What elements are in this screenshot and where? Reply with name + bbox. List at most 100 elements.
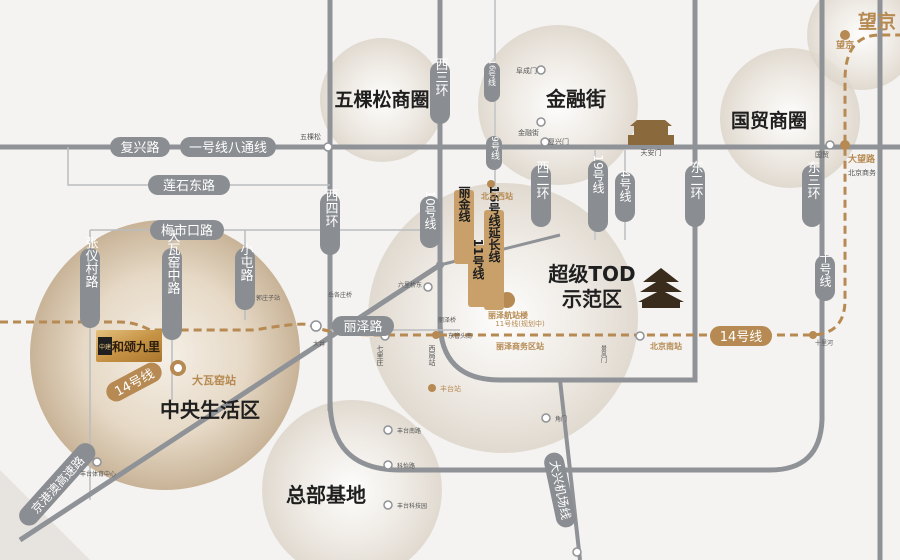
station-lize-biz: 丽泽商务区站 <box>496 341 544 351</box>
station-fuxingmen: 复兴门 <box>548 137 569 146</box>
station-dongguantou: 东管头南 <box>448 332 472 340</box>
line19-text: 19号线 <box>591 154 605 193</box>
station-qilizhuang: 七里庄 <box>376 344 384 367</box>
label-line16-ext: 16号线延长线 <box>484 186 504 310</box>
road-xisihuan-text: 西四环 <box>323 189 339 228</box>
line4-text: 4号线 <box>618 170 632 202</box>
tiananmen-icon <box>628 120 674 145</box>
road-label-xisihuan: 西四环 <box>320 189 340 255</box>
brand-badge: 中建 和颂九里 <box>96 330 162 362</box>
brand-name: 和颂九里 <box>111 339 160 354</box>
station-liuli: 六里桥东 <box>398 281 422 289</box>
guomao-bubble <box>720 48 860 188</box>
station-jiaomen: 角门 <box>555 415 567 423</box>
road-label-lianshi: 莲石东路 <box>148 175 230 195</box>
jinggang-ao-highway <box>18 262 442 543</box>
road-label-dongerhuan: 东二环 <box>685 161 705 227</box>
road-zhangyi-text: 张仪村路 <box>83 236 99 288</box>
road-dongerhuan-text: 东二环 <box>688 161 704 200</box>
brand-logo-mark <box>98 337 112 355</box>
zone-guomao: 国贸商圈 <box>731 109 807 132</box>
zone-tod-1: 超级TOD <box>547 262 635 286</box>
road-xisanhuan-text: 西三环 <box>433 58 449 97</box>
road-dawayao-zhong-text: 大瓦窑中路 <box>165 230 181 295</box>
station-taoranting: 景风门 <box>600 345 607 364</box>
station-dots <box>92 30 850 557</box>
station-fengtai-south: 丰台南路 <box>397 427 421 435</box>
road-meishikou-text: 梅市口路 <box>161 223 213 239</box>
line11-note2: 11号线(规划中) <box>495 319 545 328</box>
label-line10: 10号线 <box>420 190 440 248</box>
line14-right-text: 14号线 <box>720 330 763 345</box>
road-label-zhangyi: 张仪村路 <box>80 236 100 328</box>
wangjing-title: 望京 <box>858 10 896 33</box>
station-fuchengmen: 阜成门 <box>516 66 537 75</box>
hq-bubble <box>262 400 442 560</box>
road-label-dongsanhuan: 东三环 <box>802 161 822 227</box>
road-label-line1: 一号线八通线 <box>180 137 276 157</box>
temple-of-heaven-icon <box>638 268 684 308</box>
wukesong-bubble <box>320 38 444 162</box>
label-line4: 4号线 <box>615 170 635 222</box>
road-label-meishikou: 梅市口路 <box>150 220 224 240</box>
station-shiliuhe: 十里河 <box>815 339 833 347</box>
road-dongsanhuan-text: 东三环 <box>805 161 821 200</box>
road-label-dawayao-zhong: 大瓦窑中路 <box>162 230 182 340</box>
label-line11: 11号线 <box>468 239 488 307</box>
station-fengtai-sports: 丰台体育中心 <box>80 470 116 478</box>
line16-top-text: 16号线 <box>488 60 497 86</box>
road-label-xierhuan: 西二环 <box>531 161 551 227</box>
station-dajing: 大井 <box>313 340 325 348</box>
station-lize-hub: 丽泽航站楼 <box>488 310 528 320</box>
station-beijing-west: 北京西站 <box>481 191 513 201</box>
road-jinggang-ao-text: 京港澳高速路 <box>28 453 87 517</box>
brand-badge-top: 中建 <box>99 343 111 351</box>
road-label-fuxing: 复兴路 <box>110 137 170 157</box>
road-label-xiaotun: 小屯路 <box>235 243 255 310</box>
label-lijin: 丽金线 <box>454 186 474 264</box>
station-beijing-south: 北京南站 <box>650 341 682 351</box>
road-label-lize: 丽泽路 <box>332 316 394 336</box>
station-guozhuangzi: 郭庄子站 <box>256 294 280 302</box>
road-fuxing-text: 复兴路 <box>120 140 159 156</box>
label-line19: 19号线 <box>588 154 608 232</box>
station-labels: 望京 大望路 国贸 北京商务 阜成门 金融街 复兴门 天安门 五棵松 北京西站 … <box>80 39 876 510</box>
line-14-track <box>0 33 900 337</box>
lijin-text: 丽金线 <box>457 186 471 223</box>
station-dawanglu: 大望路 <box>848 153 876 165</box>
station-guomao: 国贸 <box>815 150 829 159</box>
zone-hq-base: 总部基地 <box>286 483 366 507</box>
road-xierhuan-text: 西二环 <box>534 161 550 200</box>
road-line1-text: 一号线八通线 <box>189 141 267 156</box>
road-label-xisanhuan: 西三环 <box>430 58 450 124</box>
station-jinrongjie: 金融街 <box>518 128 539 137</box>
station-wukesong: 五棵松 <box>300 132 321 141</box>
line16-ext-text: 16号线延长线 <box>487 186 501 263</box>
zone-jinrongjie: 金融街 <box>545 87 606 111</box>
daxing-airport-track <box>558 379 582 560</box>
zone-central-life: 中央生活区 <box>160 398 260 422</box>
label-line10-right: 十号线 <box>815 251 835 301</box>
station-wangjing: 望京 <box>836 39 854 51</box>
station-fengtai-tech: 丰台科技园 <box>397 502 427 510</box>
station-tiananmen: 天安门 <box>641 148 662 157</box>
zone-tod-2: 示范区 <box>562 287 622 311</box>
label-line9: 9号线 <box>486 136 502 170</box>
road-xiaotun-text: 小屯路 <box>238 243 254 282</box>
label-line16-top: 16号线 <box>484 60 500 102</box>
station-kexuecheng: 科怡路 <box>397 462 415 470</box>
tod-bubble <box>368 183 638 453</box>
station-xiju: 西局站 <box>428 345 436 367</box>
line9-text: 9号线 <box>489 136 500 160</box>
station-lizeqiao: 丽泽桥 <box>438 316 456 324</box>
line11-text: 11号线 <box>471 239 485 280</box>
label-line14-right: 14号线 <box>710 326 772 346</box>
station-yuezhuang: 岳各庄桥 <box>328 291 352 299</box>
zone-wukesong: 五棵松商圈 <box>334 88 429 111</box>
station-beijing-cbd: 北京商务 <box>848 168 876 177</box>
road-lize-text: 丽泽路 <box>343 319 382 335</box>
line10-right-text: 十号线 <box>818 251 832 287</box>
road-lianshi-text: 莲石东路 <box>163 178 215 194</box>
